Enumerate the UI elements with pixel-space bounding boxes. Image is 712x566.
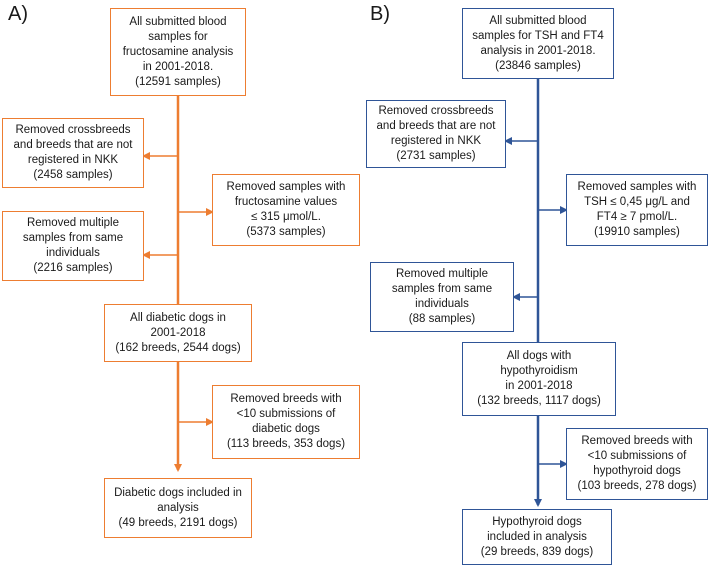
a-all-diabetic-box: All diabetic dogs in 2001-2018 (162 bree… — [104, 304, 252, 362]
panel-b-label: B) — [370, 3, 390, 25]
a-removed-breeds-box: Removed breeds with <10 submissions of d… — [212, 385, 360, 459]
a-removed-multiple-box: Removed multiple samples from same indiv… — [2, 211, 144, 281]
b-removed-crossbreeds-box: Removed crossbreeds and breeds that are … — [366, 100, 506, 168]
a-start-box: All submitted blood samples for fructosa… — [110, 8, 246, 96]
b-all-hypothyroid-box: All dogs with hypothyroidism in 2001-201… — [462, 342, 616, 416]
b-start-box: All submitted blood samples for TSH and … — [462, 8, 614, 79]
a-removed-fructosamine-box: Removed samples with fructosamine values… — [212, 174, 360, 246]
a-final-box: Diabetic dogs included in analysis (49 b… — [104, 478, 252, 538]
b-final-box: Hypothyroid dogs included in analysis (2… — [462, 509, 612, 565]
b-removed-breeds-box: Removed breeds with <10 submissions of h… — [566, 428, 708, 500]
panel-a-label: A) — [8, 3, 28, 25]
b-removed-tsh-box: Removed samples with TSH ≤ 0,45 μg/L and… — [566, 174, 708, 246]
b-removed-multiple-box: Removed multiple samples from same indiv… — [370, 262, 514, 332]
a-removed-crossbreeds-box: Removed crossbreeds and breeds that are … — [2, 118, 144, 188]
